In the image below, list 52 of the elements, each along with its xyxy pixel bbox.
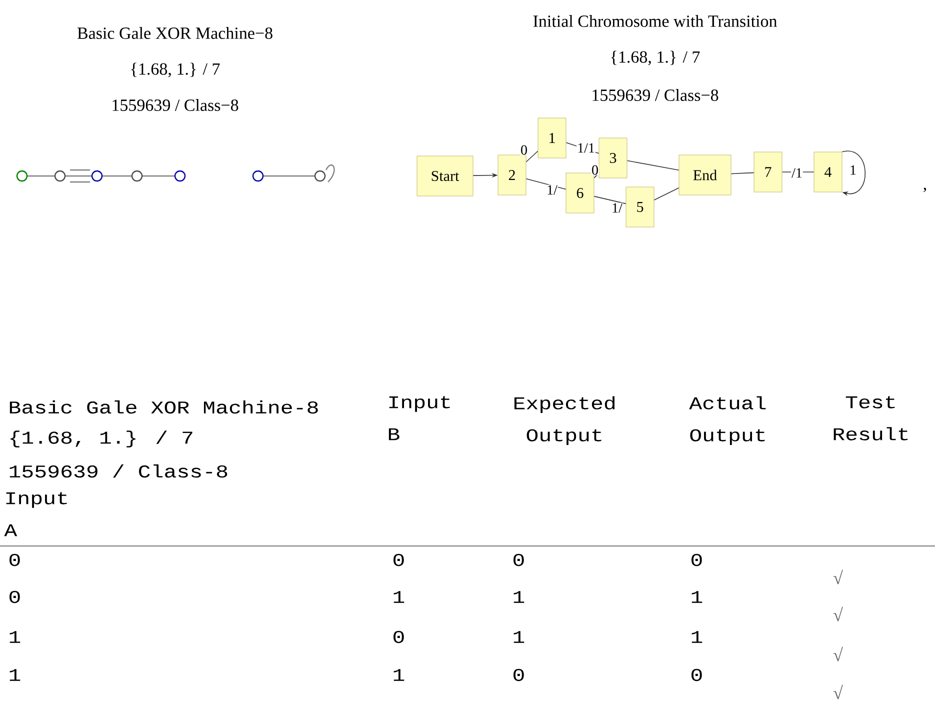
state-box: 2 (498, 154, 526, 196)
table-text: {1.68, 1.} / 7 (10, 430, 192, 448)
edge-label: 1 (849, 164, 857, 176)
check-mark: √ (834, 646, 843, 662)
table-text: 0 (514, 554, 524, 566)
table-text: Basic Gale XOR Machine-8 (10, 400, 318, 414)
table-text: 1 (514, 591, 524, 603)
state-box: 5 (626, 186, 654, 228)
edge-label: /1 (791, 168, 803, 178)
table-text: 1 (10, 631, 20, 643)
heading-text: Initial Chromosome with Transition (533, 15, 778, 27)
caption-text: 1559639 / Class−8 (592, 89, 718, 101)
arrow (842, 150, 866, 196)
table-text: 0 (10, 590, 20, 604)
table-text: 0 (514, 668, 524, 682)
check-mark: √ (834, 684, 843, 700)
state-box: 4 (814, 152, 842, 192)
table-text: 0 (692, 668, 702, 682)
edge-label: 1/1 (576, 142, 596, 154)
table-text: 1 (514, 631, 524, 643)
comma-mark: , (924, 188, 926, 192)
table-text: 0 (394, 554, 404, 566)
edge-label: 1/ (611, 202, 623, 214)
column-header: Input A (4, 492, 67, 536)
table-text: 1 (10, 669, 20, 681)
table-text: 0 (692, 554, 702, 566)
table-text: 1 (692, 591, 702, 603)
state-box: 7 (754, 152, 782, 192)
state-box: 3 (598, 138, 628, 178)
table-text: 0 (10, 554, 20, 566)
caption-text: 1559639 / Class−8 (112, 99, 238, 111)
state-box: 6 (566, 172, 594, 214)
table-text: 1559639 / Class-8 (10, 464, 228, 478)
check-mark: √ (834, 606, 843, 622)
column-header: Actual Output (689, 396, 766, 445)
state-box: Start (416, 156, 474, 196)
table-text: 1 (692, 631, 702, 643)
edge-label: 0 (520, 144, 528, 156)
edge-label: 1/ (546, 184, 558, 196)
caption-text: {1.68, 1.} / 7 (611, 50, 700, 66)
caption-text: {1.68, 1.} / 7 (131, 62, 220, 78)
table-text: 1 (394, 591, 404, 603)
table-text: 1 (394, 669, 404, 681)
check-mark: √ (834, 570, 843, 584)
column-header: Expected Output (514, 396, 615, 445)
edge-label: 0 (591, 164, 599, 176)
column-header: Input B (388, 396, 450, 440)
state-box: End (678, 154, 732, 196)
column-header: Test Result (834, 396, 908, 440)
heading-text: Basic Gale XOR Machine−8 (77, 27, 272, 39)
state-box: 1 (538, 118, 566, 158)
table-text: 0 (394, 630, 404, 644)
